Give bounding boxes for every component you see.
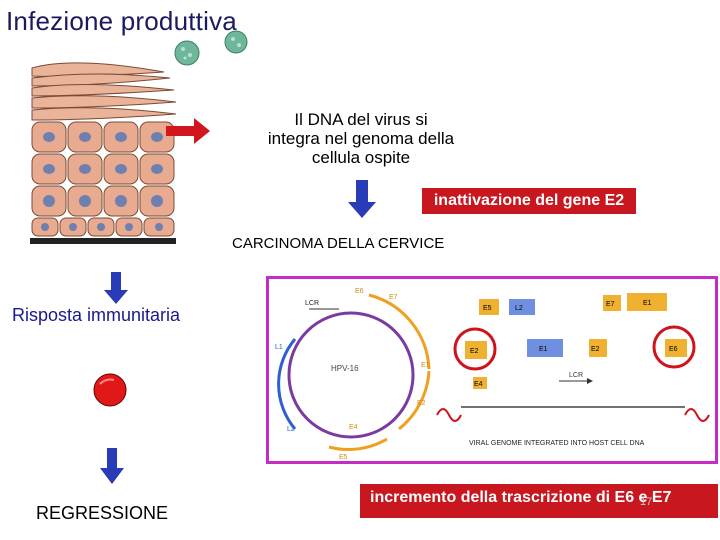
blue-arrow-down-icon <box>348 180 376 218</box>
virus-particle-icon <box>174 30 248 66</box>
dna-text-line: Il DNA del virus si <box>294 110 428 129</box>
block-e7: E7 <box>606 301 615 308</box>
red-arrow-right-icon <box>166 118 210 144</box>
highlight-circle-e6 <box>652 325 696 369</box>
dna-integration-text: Il DNA del virus si integra nel genoma d… <box>236 110 486 167</box>
genome-caption: VIRAL GENOME INTEGRATED INTO HOST CELL D… <box>469 440 645 447</box>
highlight-circle-e2 <box>453 327 497 371</box>
orf-label-l2: L2 <box>287 426 295 433</box>
orf-label-e1: E1 <box>421 362 430 369</box>
orf-label-e2: E2 <box>417 400 426 407</box>
dna-text-line: integra nel genoma della <box>267 129 455 148</box>
lcr-label: LCR <box>569 372 583 379</box>
orf-label-lcr: LCR <box>305 300 319 307</box>
stop-circle-icon <box>93 373 127 407</box>
carcinoma-label: CARCINOMA DELLA CERVICE <box>232 235 445 252</box>
genome-circle-label: HPV-16 <box>331 364 359 373</box>
orf-label-e7: E7 <box>389 294 398 301</box>
orf-label-l1: L1 <box>275 344 283 351</box>
block-e4: E4 <box>474 381 483 388</box>
regression-label: REGRESSIONE <box>36 503 169 523</box>
immune-response-label: Risposta immunitaria <box>12 305 181 325</box>
orf-label-e5: E5 <box>339 454 348 461</box>
genome-integration-panel: LCR E6 E7 E1 E2 E4 E5 L1 L2 HPV-16 E5 L2… <box>266 276 718 464</box>
epithelium-illustration <box>30 30 248 244</box>
genome-diagram: LCR E6 E7 E1 E2 E4 E5 L1 L2 HPV-16 E5 L2… <box>275 288 710 461</box>
block-e6: E6 <box>669 346 678 353</box>
transcription-increase-box: incremento della trascrizione di E6 e E7 <box>360 484 718 518</box>
blue-arrow-down-icon <box>100 448 124 484</box>
orf-label-e6: E6 <box>355 288 364 295</box>
page-number: 17 <box>640 496 653 508</box>
page-title: Infezione produttiva <box>6 6 237 36</box>
inactivation-e2-box: inattivazione del gene E2 <box>422 188 636 214</box>
blue-arrow-down-icon <box>104 272 128 304</box>
block-e1b: E1 <box>539 346 548 353</box>
orf-label-e4: E4 <box>349 424 358 431</box>
block-e2: E2 <box>470 348 479 355</box>
block-e3: E2 <box>591 346 600 353</box>
block-e1: E1 <box>643 300 652 307</box>
dna-text-line: cellula ospite <box>311 148 411 167</box>
block-l2: L2 <box>515 305 523 312</box>
block-e5: E5 <box>483 305 492 312</box>
